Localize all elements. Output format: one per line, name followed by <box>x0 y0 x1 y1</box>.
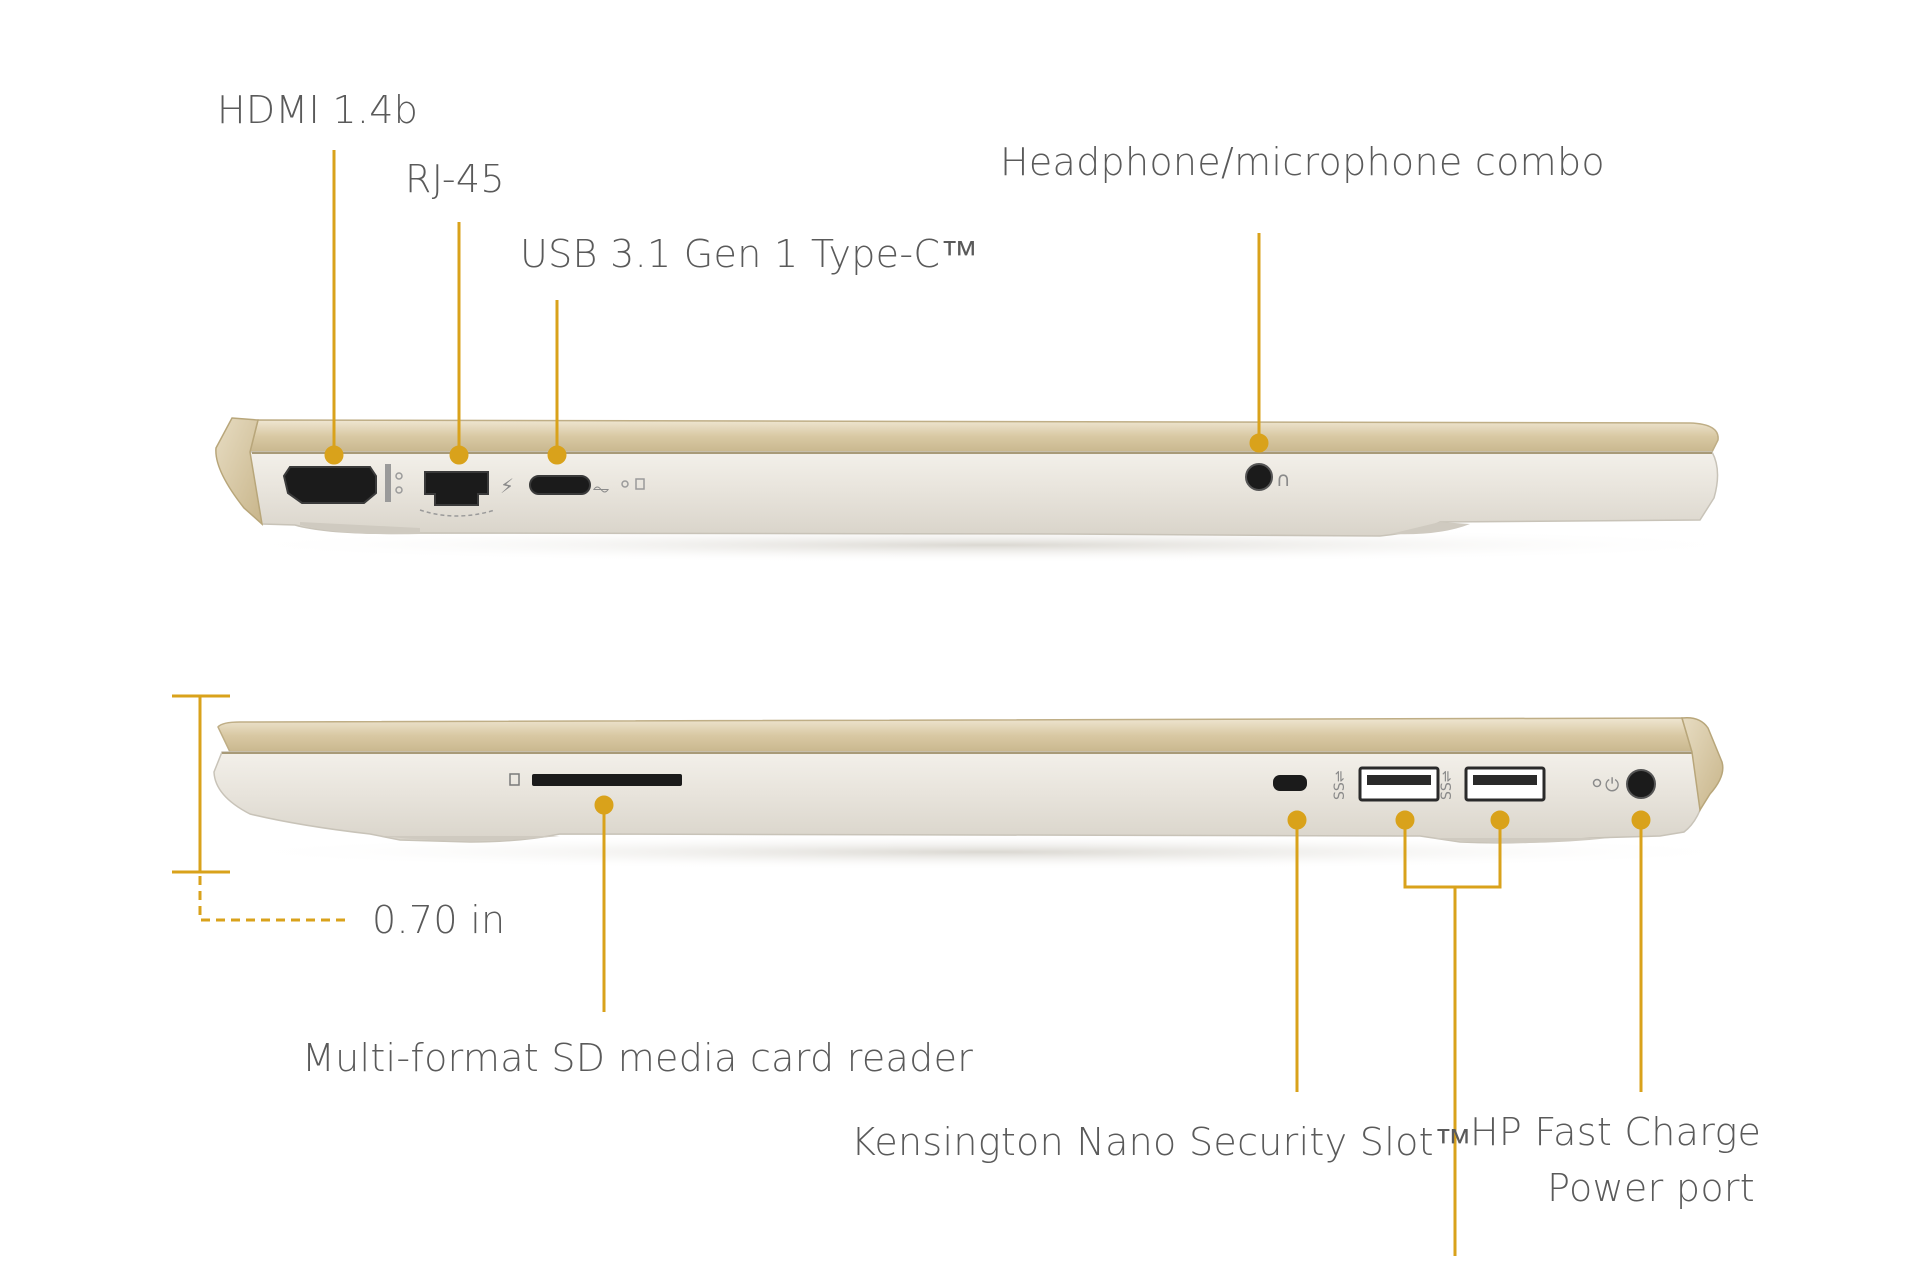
headset-icon: ∩ <box>1276 467 1291 491</box>
hdmi-port <box>282 466 377 504</box>
laptop-foot <box>380 836 560 841</box>
sd-card-slot <box>532 774 682 786</box>
security-slot <box>1273 775 1307 791</box>
usb-c-callout-dot <box>547 445 567 465</box>
rj45-label: RJ-45 <box>405 157 505 201</box>
usb-c-label: USB 3.1 Gen 1 Type-C™ <box>520 232 979 276</box>
laptop-shadow <box>210 834 1770 870</box>
usb-a-bracket <box>1403 820 1502 889</box>
thickness-dashed-leader <box>198 876 350 922</box>
thickness-label: 0.70 in <box>372 898 506 942</box>
usb-c-port <box>529 475 591 495</box>
power-plug-icon: ⏻ <box>1605 775 1619 796</box>
usb-a-port-2-tongue <box>1473 775 1537 785</box>
sd-callout-dot <box>594 795 614 815</box>
hdmi-led-icon <box>395 472 403 480</box>
hdmi-label: HDMI 1.4b <box>217 88 419 132</box>
hdmi-icon <box>385 464 391 502</box>
right-side-view: SS⇌ SS⇌ ⏻ <box>172 694 1770 1256</box>
status-led-icon <box>621 480 629 488</box>
power-port-label-line2: Power port <box>1547 1166 1755 1210</box>
audio-label: Headphone/microphone combo <box>1000 140 1605 184</box>
usb-a-2-callout-dot <box>1490 810 1510 830</box>
sd-reader-label: Multi-format SD media card reader <box>302 1036 974 1080</box>
hinge-wedge <box>1681 716 1724 813</box>
left-side-view: ⚡ ⏦ ∩ <box>210 150 1770 563</box>
headphone-jack <box>1245 463 1273 491</box>
network-icon: ⚡ <box>500 474 514 498</box>
rj45-port <box>424 471 489 506</box>
laptop-lid <box>249 419 1719 453</box>
security-slot-label: Kensington Nano Security Slot™ <box>851 1120 1473 1164</box>
usb-a-1-callout-dot <box>1395 810 1415 830</box>
audio-callout-dot <box>1249 433 1269 453</box>
usb-icon: ⏦ <box>592 477 610 502</box>
power-led-icon <box>1592 778 1602 788</box>
laptop-foot <box>1390 522 1470 535</box>
hdmi-callout-dot <box>324 445 344 465</box>
laptop-foot <box>300 522 420 535</box>
usb-ss-icon: SS⇌ <box>1332 770 1348 800</box>
sd-card-icon <box>509 773 520 786</box>
rj45-callout-dot <box>449 445 469 465</box>
rj45-flap <box>419 509 496 517</box>
laptop-foot <box>1430 838 1610 843</box>
security-callout-dot <box>1287 810 1307 830</box>
laptop-lid <box>217 717 1694 753</box>
power-port <box>1626 769 1656 799</box>
power-callout-dot <box>1631 810 1651 830</box>
usb-ss-icon: SS⇌ <box>1439 770 1455 800</box>
hdmi-led-icon <box>395 486 403 494</box>
power-port-label-line1: HP Fast Charge <box>1470 1110 1762 1154</box>
usb-a-port-1-tongue <box>1367 775 1431 785</box>
hinge-wedge <box>215 417 264 526</box>
drive-led-icon <box>635 478 645 490</box>
